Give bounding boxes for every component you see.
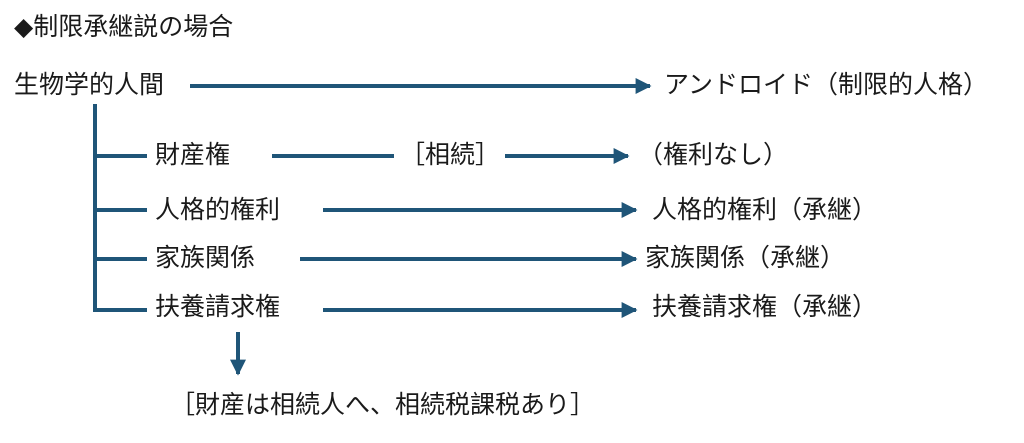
root-target: アンドロイド（制限的人格）: [664, 70, 989, 99]
heading: ◆制限承継説の場合: [14, 12, 234, 41]
root-source: 生物学的人間: [14, 70, 165, 99]
branch-via-inheritance: ［相続］: [400, 140, 501, 169]
branch-target-support: 扶養請求権（承継）: [652, 292, 878, 321]
note: ［財産は相続人へ、相続税課税あり］: [170, 390, 596, 419]
branch-source-family: 家族関係: [155, 243, 256, 272]
branch-source-property: 財産権: [155, 140, 231, 169]
branch-target-property: （権利なし）: [638, 140, 789, 169]
branch-target-family: 家族関係（承継）: [645, 243, 846, 272]
branch-source-support: 扶養請求権: [155, 292, 281, 321]
branch-source-personal: 人格的権利: [155, 195, 281, 224]
branch-target-personal: 人格的権利（承継）: [652, 195, 878, 224]
